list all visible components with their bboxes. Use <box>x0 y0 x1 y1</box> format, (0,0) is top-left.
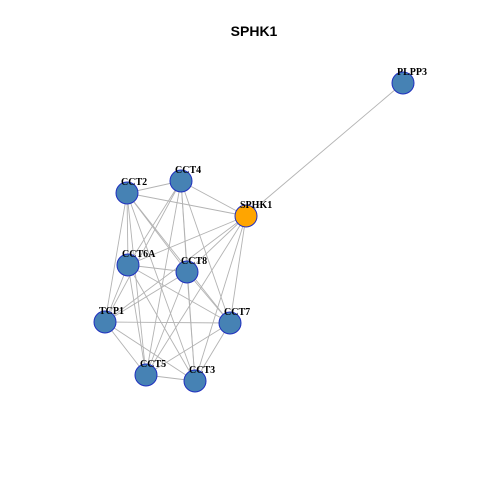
node-tcp1[interactable] <box>93 310 117 334</box>
diagram-title: SPHK1 <box>231 23 278 39</box>
node-label-tcp1: TCP1 <box>99 306 124 317</box>
node-label-cct3: CCT3 <box>189 365 215 376</box>
node-cct5[interactable] <box>134 363 158 387</box>
node-plpp3[interactable] <box>391 71 415 95</box>
edge-sphk1-cct5 <box>145 215 247 376</box>
edge-cct8-tcp1 <box>104 271 188 323</box>
edge-cct2-cct7 <box>126 192 231 324</box>
edge-sphk1-cct7 <box>229 215 247 324</box>
node-cct7[interactable] <box>218 311 242 335</box>
edge-sphk1-cct2 <box>126 192 247 217</box>
node-label-cct4: CCT4 <box>175 165 201 176</box>
node-label-cct6a: CCT6A <box>122 249 156 260</box>
node-cct3[interactable] <box>183 369 207 393</box>
edge-cct4-cct5 <box>145 180 182 376</box>
node-layer <box>93 71 415 393</box>
edge-cct2-cct6a <box>126 192 129 266</box>
node-label-cct5: CCT5 <box>140 359 166 370</box>
edge-sphk1-cct3 <box>194 215 247 382</box>
edge-sphk1-plpp3 <box>245 82 404 217</box>
edge-cct4-cct6a <box>127 180 182 266</box>
node-sphk1[interactable] <box>234 204 258 228</box>
node-label-plpp3: PLPP3 <box>397 67 427 78</box>
edge-cct6a-cct7 <box>127 264 231 324</box>
edge-cct4-tcp1 <box>104 180 182 323</box>
edge-sphk1-cct6a <box>127 215 247 266</box>
node-label-cct7: CCT7 <box>224 307 250 318</box>
node-cct8[interactable] <box>175 260 199 284</box>
node-label-sphk1: SPHK1 <box>240 200 272 211</box>
edge-cct2-cct3 <box>126 192 196 382</box>
node-cct6a[interactable] <box>116 253 140 277</box>
edge-cct7-cct5 <box>145 322 231 376</box>
node-cct2[interactable] <box>115 181 139 205</box>
edge-cct2-cct5 <box>126 192 147 376</box>
edge-cct2-tcp1 <box>104 192 128 323</box>
edge-sphk1-cct8 <box>186 215 247 273</box>
node-label-cct2: CCT2 <box>121 177 147 188</box>
edge-tcp1-cct7 <box>104 321 231 324</box>
edge-cct4-cct7 <box>180 180 231 324</box>
edge-sphk1-cct4 <box>180 180 247 217</box>
node-label-cct8: CCT8 <box>181 256 207 267</box>
edge-cct6a-cct5 <box>127 264 147 376</box>
edge-layer <box>104 82 404 382</box>
edge-cct6a-cct3 <box>127 264 196 382</box>
edge-sphk1-tcp1 <box>104 215 247 323</box>
edge-cct8-cct5 <box>145 271 188 376</box>
node-cct4[interactable] <box>169 169 193 193</box>
edge-cct8-cct3 <box>186 271 196 382</box>
edge-tcp1-cct3 <box>104 321 196 382</box>
